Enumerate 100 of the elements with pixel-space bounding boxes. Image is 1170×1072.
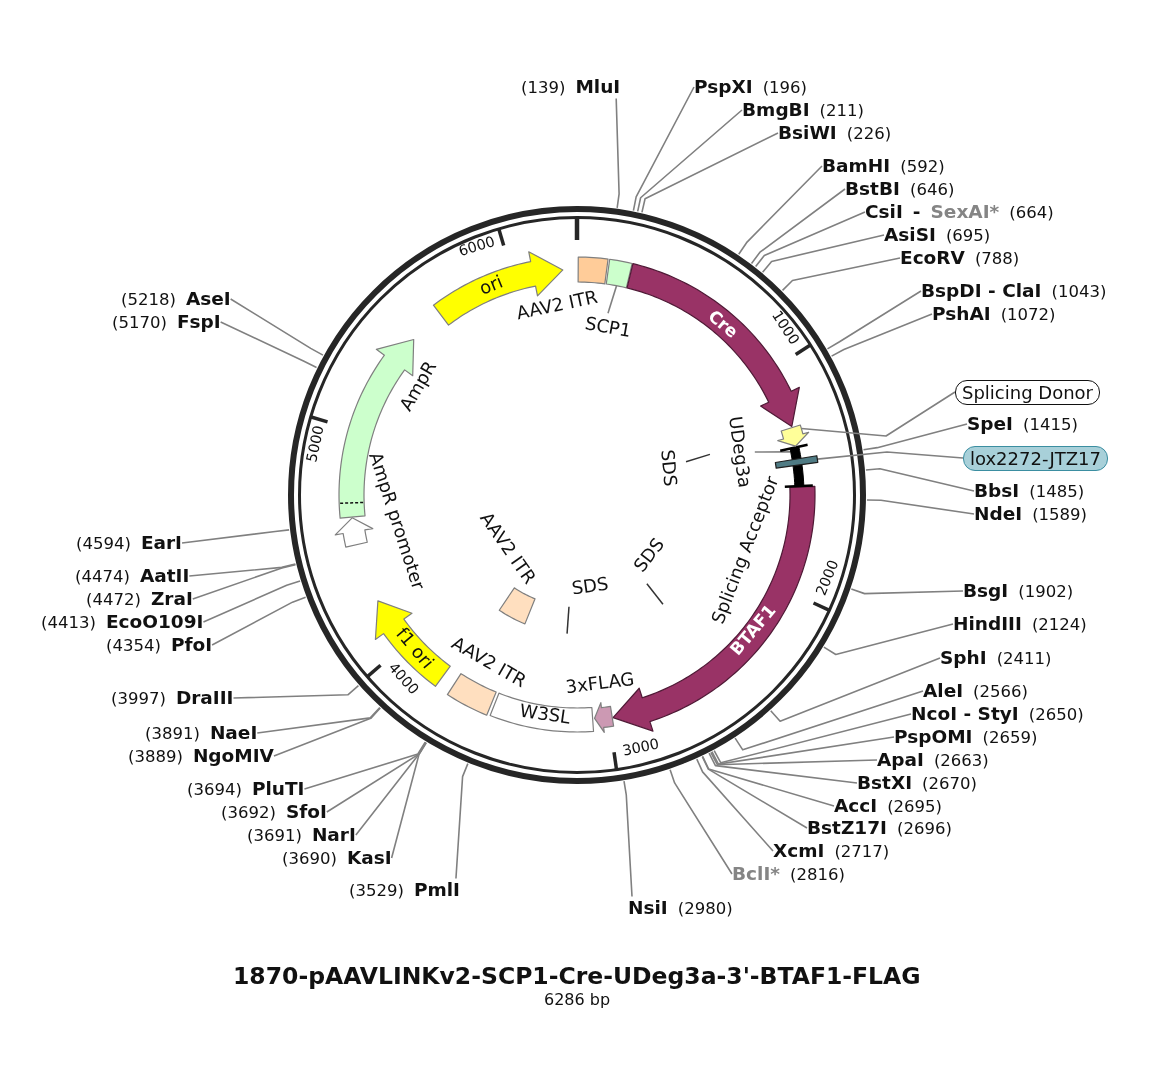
restriction-site-label: NcoI - StyI (2650)	[911, 702, 1084, 726]
restriction-site-label: AleI (2566)	[923, 679, 1028, 703]
restriction-site-label: BstZ17I (2696)	[807, 816, 952, 840]
leader-line	[701, 755, 835, 807]
restriction-site-label: SpeI (1415)	[967, 412, 1078, 436]
leader-line	[390, 741, 427, 859]
leader-line	[862, 423, 968, 451]
plasmid-size: 6286 bp	[544, 990, 611, 1009]
feature-box	[497, 586, 537, 626]
leader-line	[232, 684, 360, 699]
feature-box	[445, 672, 498, 717]
restriction-site-label: BmgBI (211)	[742, 98, 864, 122]
feature-box	[576, 255, 610, 286]
restriction-site-label: (3529) PmlI	[349, 878, 460, 902]
feature-label: SDS	[570, 573, 610, 599]
leader-line	[816, 451, 964, 460]
leader-line	[181, 529, 290, 544]
restriction-site-label: (4413) EcoO109I	[41, 610, 204, 634]
leader-line	[737, 165, 823, 256]
restriction-site-label: (139) MluI	[521, 75, 621, 99]
restriction-site-label: NsiI (2980)	[628, 896, 733, 920]
leader-line	[607, 284, 618, 315]
restriction-site-label: (3694) PluTI	[187, 777, 305, 801]
restriction-site-label: HindIII (2124)	[953, 612, 1087, 636]
feature-box	[604, 257, 634, 290]
leader-line	[823, 623, 954, 656]
leader-line	[754, 211, 866, 268]
leader-line	[669, 768, 733, 875]
restriction-site-label: (4594) EarI	[76, 531, 182, 555]
leader-line	[826, 290, 922, 350]
feature-label: ori	[476, 271, 506, 299]
feature-label: W3SL	[518, 700, 572, 728]
restriction-site-label: PspXI (196)	[694, 75, 807, 99]
restriction-site-label: (3997) DraIII	[111, 686, 234, 710]
leader-line	[641, 132, 779, 214]
restriction-site-label: (4472) ZraI	[86, 587, 193, 611]
tick-label: 6000	[457, 234, 497, 260]
restriction-site-label: PspOMI (2659)	[894, 725, 1038, 749]
leader-line	[632, 86, 695, 212]
tick-label: 5000	[304, 424, 328, 464]
leader-line	[229, 298, 324, 356]
leader-line	[326, 741, 427, 813]
restriction-site-label: XcmI (2717)	[773, 839, 890, 863]
restriction-site-label: (5170) FspI	[112, 310, 221, 334]
leader-line	[696, 758, 774, 852]
promoter-feature	[333, 516, 375, 549]
feature-mark	[684, 452, 712, 464]
restriction-site-label: (5218) AseI	[121, 287, 231, 311]
leader-line	[211, 596, 307, 646]
leader-line	[256, 706, 381, 734]
leader-line	[713, 713, 912, 764]
directional-feature	[593, 701, 616, 734]
restriction-site-label: SphI (2411)	[940, 646, 1052, 670]
restriction-site-label: AsiSI (695)	[884, 223, 991, 247]
feature-label: SCP1	[583, 313, 633, 341]
restriction-site-label: (3690) KasI	[282, 846, 392, 870]
restriction-site-label: BclI* (2816)	[732, 862, 845, 886]
feature-box	[773, 454, 820, 470]
restriction-site-label: CsiI - SexAI* (664)	[865, 200, 1054, 224]
leader-line	[455, 762, 469, 880]
leader-line	[701, 755, 808, 829]
leader-line	[615, 97, 620, 209]
restriction-site-label: (3889) NgoMIV	[128, 744, 274, 768]
leader-line	[754, 451, 792, 453]
restriction-site-label: BamHI (592)	[822, 154, 945, 178]
restriction-site-label: (4474) AatII	[75, 564, 190, 588]
restriction-site-label: (4354) PfoI	[106, 633, 213, 657]
restriction-site-label: (3691) NarI	[247, 823, 356, 847]
restriction-site-label: EcoRV (788)	[900, 246, 1020, 270]
leader-line	[708, 752, 858, 784]
restriction-site-label: AccI (2695)	[834, 794, 942, 818]
leader-line	[850, 588, 964, 595]
leader-line	[355, 741, 427, 836]
tick-label: 3000	[621, 736, 661, 760]
leader-line	[830, 313, 933, 357]
leader-line	[761, 234, 885, 273]
leader-line	[303, 741, 427, 790]
restriction-site-label: BsgI (1902)	[963, 579, 1074, 603]
restriction-site-label: BstXI (2670)	[857, 771, 977, 795]
directional-feature	[776, 423, 811, 448]
leader-line	[781, 257, 901, 292]
leader-line	[219, 321, 318, 369]
feature-box	[488, 691, 596, 734]
restriction-site-label: (3891) NaeI	[145, 721, 258, 745]
leader-line	[710, 751, 878, 766]
leader-line	[636, 109, 743, 213]
plasmid-title: 1870-pAAVLINKv2-SCP1-Cre-UDeg3a-3'-BTAF1-FLAG	[233, 963, 921, 990]
leader-line	[734, 690, 924, 751]
restriction-site-label: BstBI (646)	[845, 177, 955, 201]
leader-line	[750, 188, 846, 265]
tick-label: 2000	[813, 557, 843, 599]
leader-line	[866, 499, 975, 515]
feature-mark	[645, 582, 665, 606]
leader-line	[188, 563, 297, 577]
feature-label: SDS	[657, 448, 681, 488]
restriction-site-label: BbsI (1485)	[974, 479, 1085, 503]
restriction-site-label: (3692) SfoI	[221, 800, 327, 824]
feature-label: 3xFLAG	[564, 669, 636, 697]
restriction-site-label: BsiWI (226)	[778, 121, 892, 145]
feature-label: Cre	[704, 306, 742, 342]
